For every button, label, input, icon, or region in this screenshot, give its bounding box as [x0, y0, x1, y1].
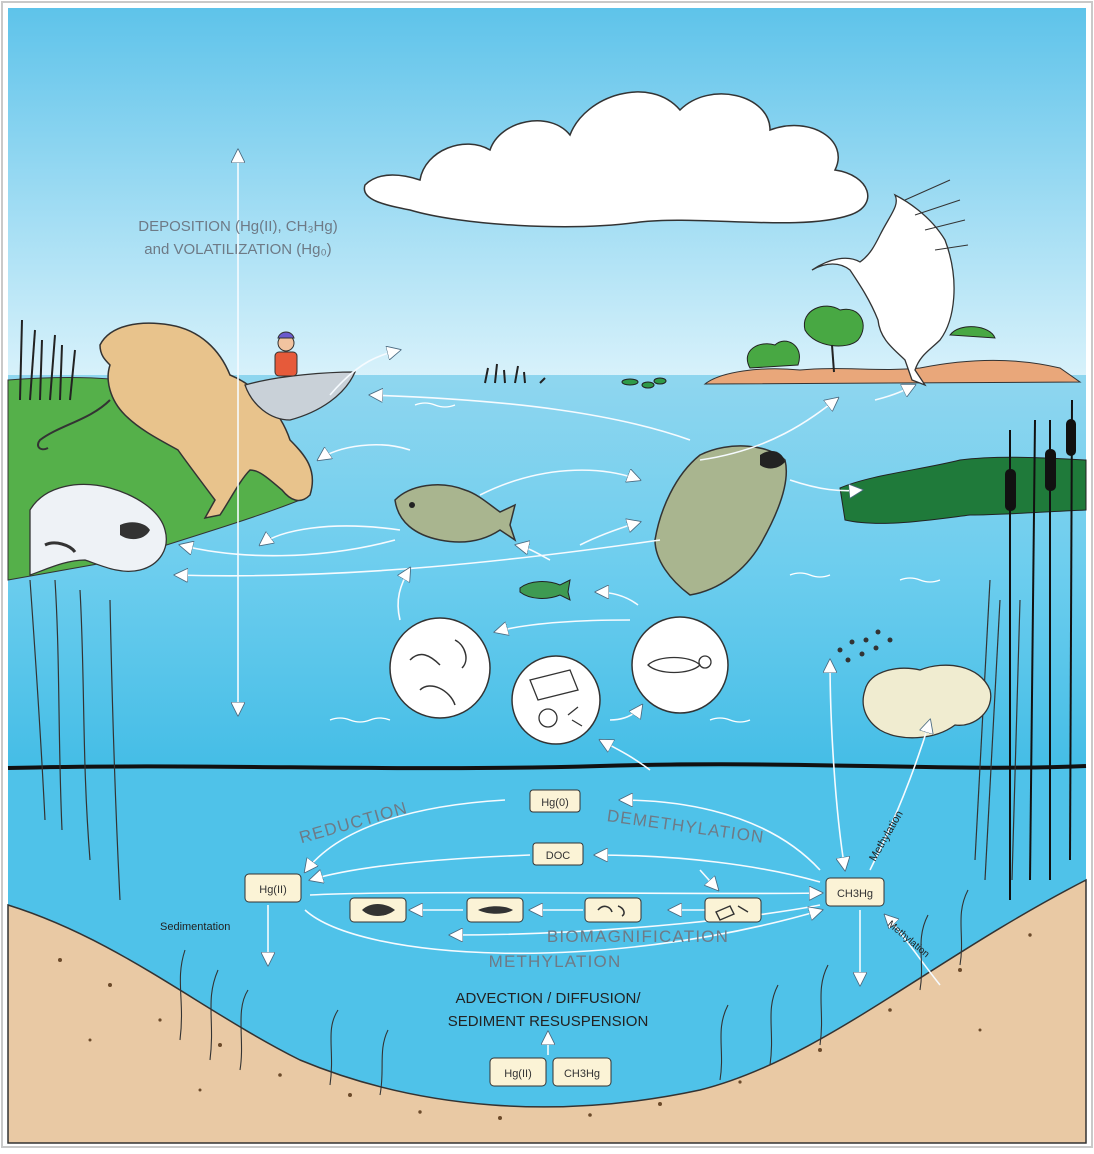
hg2-sediment-box: Hg(II) [490, 1058, 546, 1086]
doc-label: DOC [546, 850, 571, 862]
methylation-label: METHYLATION [489, 952, 622, 971]
phytoplankton-icon [512, 656, 600, 744]
ch3hg-sediment-box: CH3Hg [553, 1058, 611, 1086]
ch3hg-sediment-label: CH3Hg [564, 1068, 600, 1080]
hg0-label: Hg(0) [541, 797, 569, 809]
chain-box-zooplankton [585, 898, 641, 922]
advection-label-line2: SEDIMENT RESUSPENSION [448, 1013, 649, 1030]
biomagnification-label: BIOMAGNIFICATION [547, 927, 729, 946]
deposition-label-line2: and VOLATILIZATION (Hg₀) [144, 241, 331, 258]
zooplankton-icon [390, 618, 490, 718]
advection-label-line1: ADVECTION / DIFFUSION/ [455, 990, 641, 1007]
doc-box: DOC [533, 843, 583, 865]
deposition-label-line1: DEPOSITION (Hg(II), CH₃Hg) [138, 218, 337, 235]
bacteria-icon [632, 617, 728, 713]
sedimentation-label: Sedimentation [160, 921, 230, 933]
hg2-label: Hg(II) [259, 884, 287, 896]
hg0-box: Hg(0) [530, 790, 580, 812]
hg2-sediment-label: Hg(II) [504, 1068, 532, 1080]
ch3hg-label: CH3Hg [837, 888, 873, 900]
chain-box-phytoplankton [705, 898, 761, 922]
ch3hg-box: CH3Hg [826, 878, 884, 906]
hg2-box: Hg(II) [245, 874, 301, 902]
